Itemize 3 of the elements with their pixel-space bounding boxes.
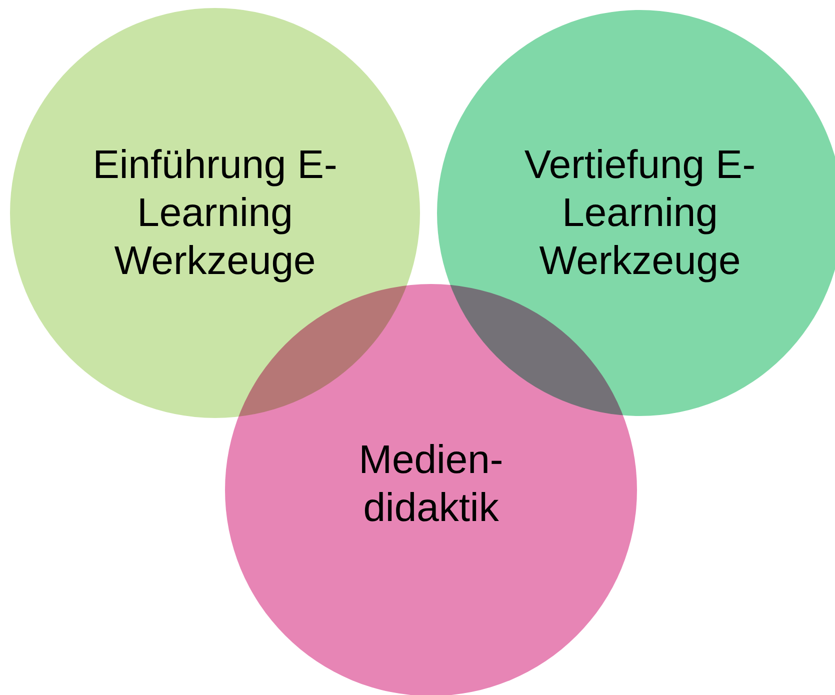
circle-label: Vertiefung E-Learning Werkzeuge <box>523 142 757 285</box>
circle-label: Medien- didaktik <box>358 437 504 532</box>
circle-label: Einführung E-Learning Werkzeuge <box>92 142 338 285</box>
